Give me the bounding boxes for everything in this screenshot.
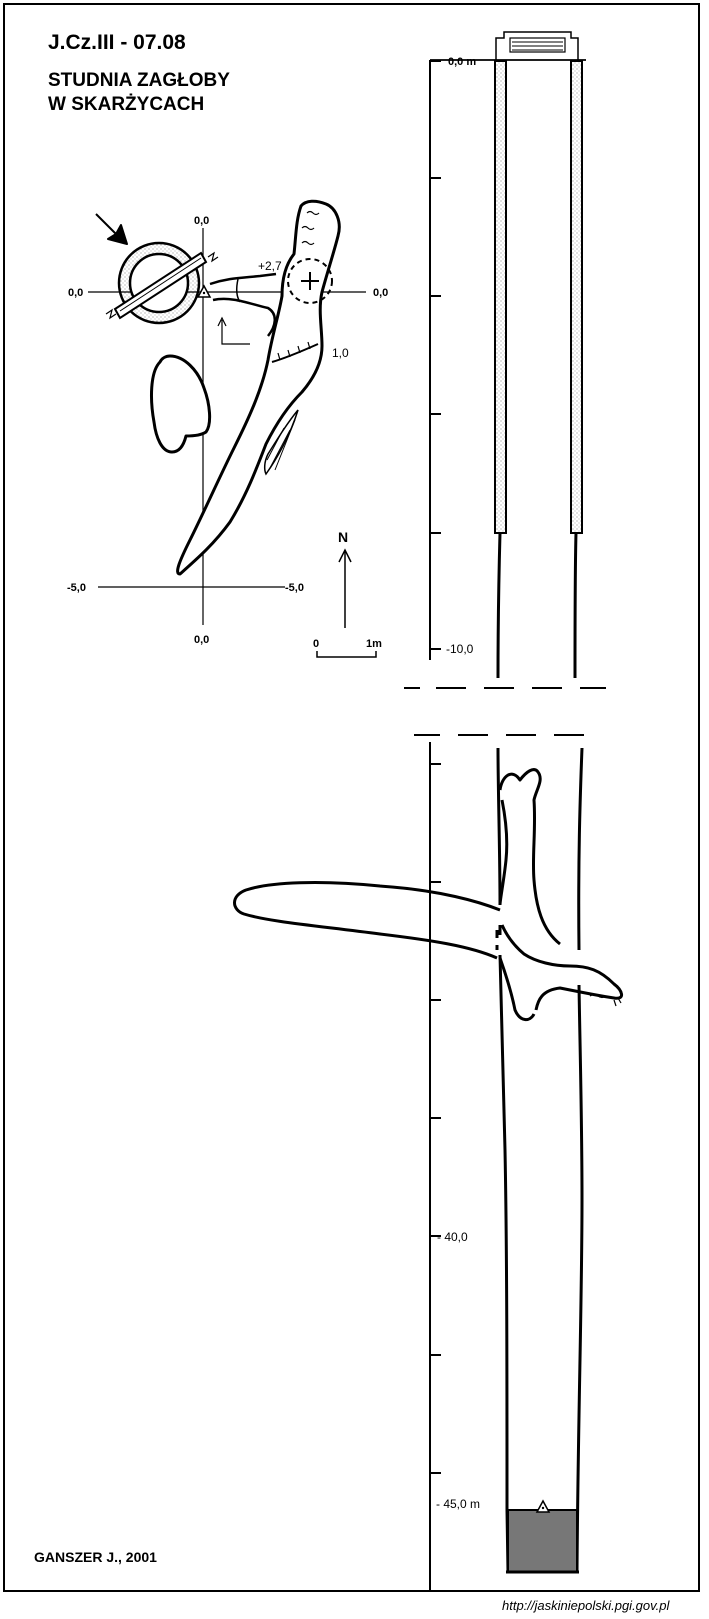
section-side-passage [233,881,501,960]
depth-label-40: - 40,0 [437,1230,468,1244]
entrance-arrow-icon [95,213,128,245]
plan-label-top: 0,0 [194,215,209,227]
depth-label-0: 0,0 m [448,56,476,68]
depth-label-10: -10,0 [446,642,474,656]
source-url: http://jaskiniepolski.pgi.gov.pl [502,1598,670,1613]
plan-view: 0,0 0,0 0,0 0,0 -5,0 -5,0 [67,199,388,658]
shaft-wall-left-lower [496,747,510,1573]
depth-ticks [430,60,441,1474]
plan-label-left: 0,0 [68,287,83,299]
cave-title-line2: W SKARŻYCACH [48,94,205,115]
plan-height-upper: +2,7 [258,259,282,273]
plan-label-bottom-left: -5,0 [67,582,86,594]
shaft-water [507,1509,578,1573]
north-label: N [338,529,348,545]
well-wall-left [494,60,507,534]
shaft-wall-right-lower [575,747,584,1573]
scale-start-label: 0 [313,638,319,650]
plan-step-line [271,343,319,363]
section-view: 0,0 m -10,0 - 40,0 - 45,0 m [233,31,623,1590]
sheet-frame [3,3,700,1592]
scale-bar: 0 1m [313,638,382,658]
depth-label-45: - 45,0 m [436,1497,480,1511]
well-top-cover [430,31,586,61]
scale-end-label: 1m [366,638,382,650]
cave-code: J.Cz.III - 07.08 [48,31,186,54]
plan-passage [209,272,277,337]
plan-isolated-blob [150,354,212,454]
plan-label-bottom: 0,0 [194,634,209,646]
plan-label-bottom-right: -5,0 [285,582,304,594]
shaft-wall-right-upper [573,532,578,679]
plan-dome-dashed [287,258,333,304]
author-credit: GANSZER J., 2001 [34,1549,157,1565]
section-right-pocket [498,924,623,1021]
survey-station-icon [196,284,212,298]
plan-label-right: 0,0 [373,287,388,299]
cave-title-line1: STUDNIA ZAGŁOBY [48,70,230,91]
shaft-wall-left-upper [496,532,502,679]
plan-height-lower: 1,0 [332,346,349,360]
plan-step-arrow [221,320,250,345]
well-wall-right [570,60,583,534]
section-chimney [498,768,561,946]
plan-cave-outline [176,199,341,576]
survey-station-bottom-icon [535,1499,551,1513]
